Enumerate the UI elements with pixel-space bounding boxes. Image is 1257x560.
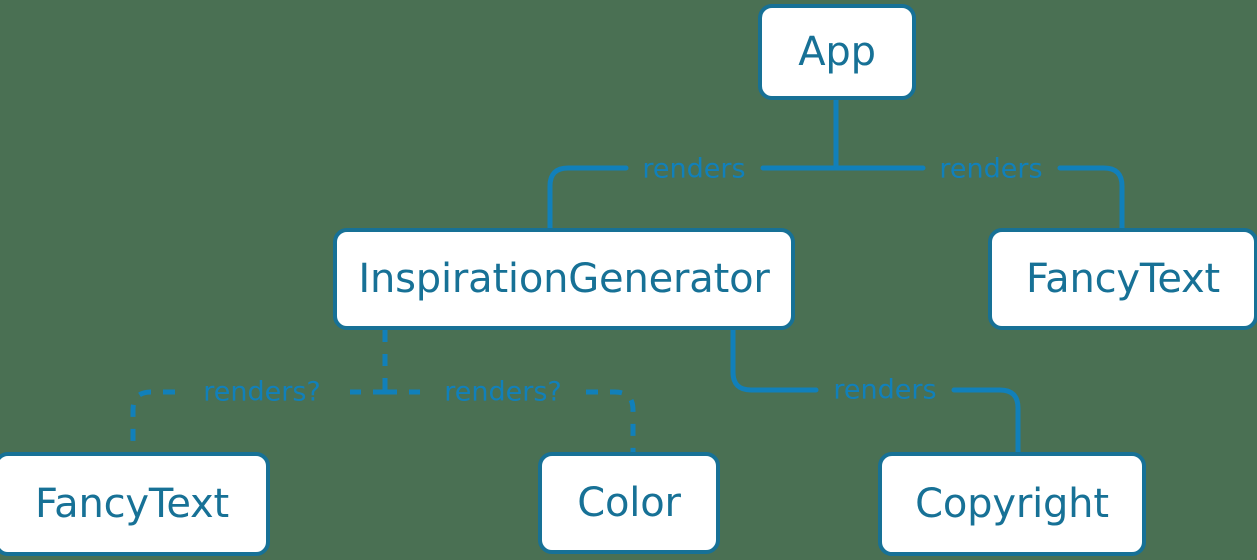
node-copyright-label: Copyright [915,481,1109,527]
edge-app-inspirationgenerator-tail [547,165,629,231]
node-inspirationgenerator-label: InspirationGenerator [358,256,770,302]
node-color-label: Color [577,480,681,526]
edge-label-app-fancytext: renders [939,153,1043,185]
edge-inspirationgenerator-color-tail [586,389,636,452]
edge-label-inspirationgenerator-copyright: renders [833,374,937,406]
node-inspirationgenerator[interactable]: InspirationGenerator [333,228,795,330]
edge-app-fancytext-tail [1057,165,1125,231]
edge-label-app-inspirationgenerator: renders [642,153,746,185]
node-fancytext-bottom-left[interactable]: FancyText [0,452,270,556]
edge-inspirationgenerator-copyright [730,327,819,393]
node-app[interactable]: App [758,4,916,100]
edge-inspirationgenerator-fancytext-tail [130,389,175,452]
edge-inspirationgenerator-copyright-tail [951,387,1021,455]
node-fancytext-bottom-left-label: FancyText [35,481,229,527]
edge-label-inspirationgenerator-color: renders? [444,376,562,408]
node-copyright[interactable]: Copyright [878,452,1146,556]
node-color[interactable]: Color [538,452,720,554]
node-fancytext-right[interactable]: FancyText [988,228,1257,330]
edge-label-inspirationgenerator-fancytext: renders? [203,376,321,408]
node-fancytext-right-label: FancyText [1026,256,1220,302]
node-app-label: App [798,29,876,75]
